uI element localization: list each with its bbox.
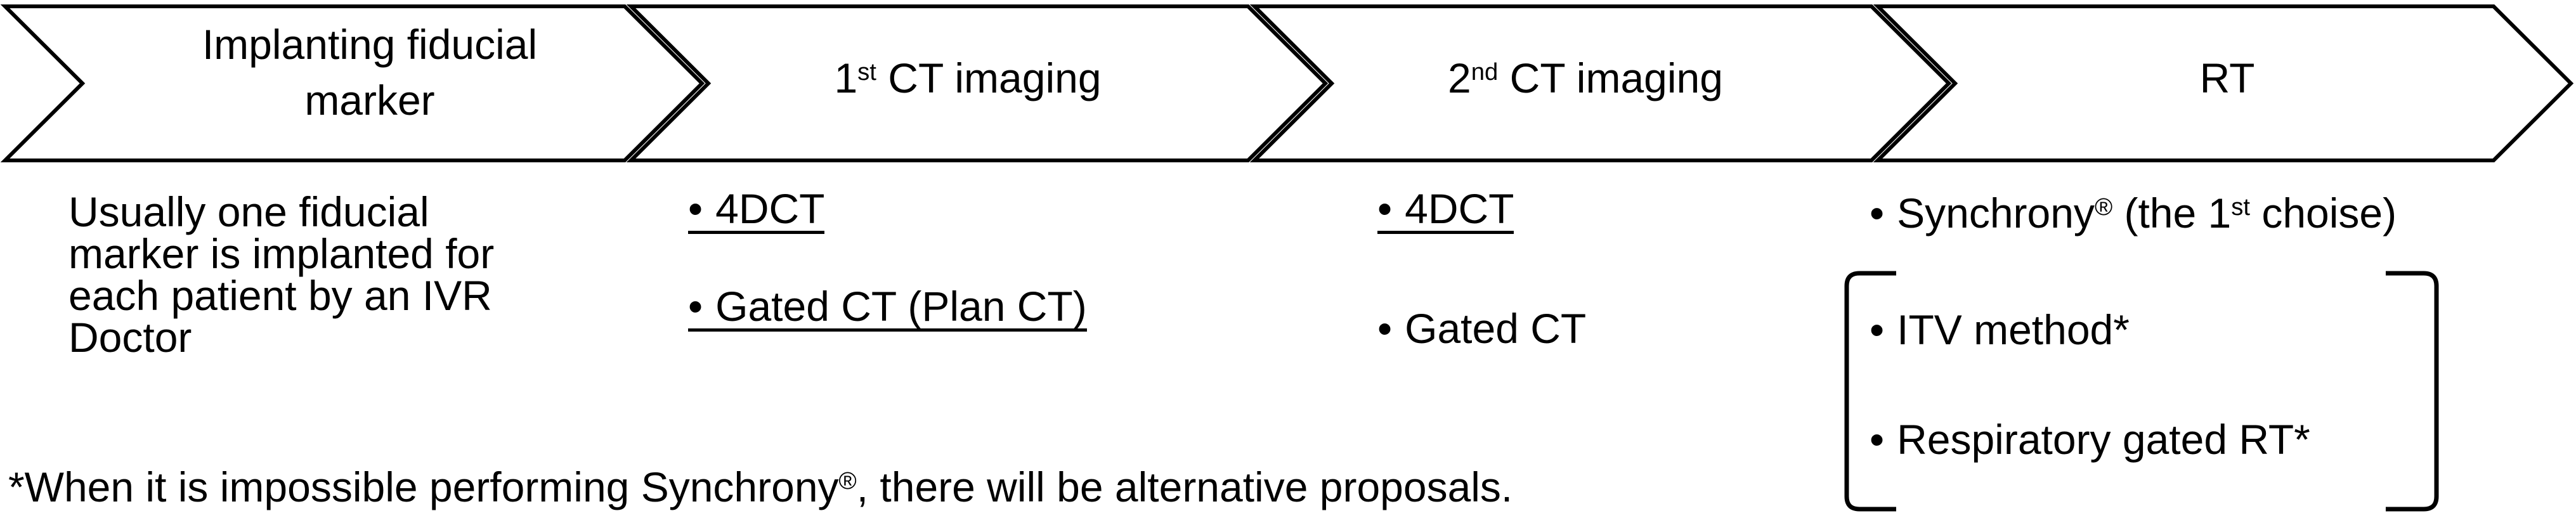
rt-item-itv-text: ITV method*	[1897, 306, 2130, 353]
second-ct-text: CT imaging	[1498, 55, 1723, 101]
footnote: *When it is impossible performing Synchr…	[8, 466, 1512, 515]
rt-synchrony-mid: (the 1	[2112, 190, 2232, 236]
right-bracket	[2386, 271, 2439, 512]
chevron-shape-implanting	[0, 4, 705, 162]
bullet-icon: •	[688, 185, 703, 232]
registered-mark-icon: ®	[2094, 193, 2113, 221]
first-ct-item-4dct: • 4DCT	[688, 185, 825, 234]
bullet-icon: •	[1870, 416, 1885, 463]
first-ct-item-4dct-text: 4DCT	[715, 185, 825, 232]
bullet-icon: •	[1377, 185, 1393, 232]
underlined-text: • 4DCT	[1377, 188, 1514, 234]
second-ct-number: 2	[1448, 55, 1471, 101]
first-ct-ordinal: st	[857, 58, 876, 86]
chevron-shape-first-ct	[626, 4, 1329, 162]
left-bracket	[1844, 271, 1896, 512]
flow-step-rt-label: RT	[2199, 55, 2255, 101]
rt-item-respiratory: • Respiratory gated RT*	[1870, 418, 2310, 460]
chevron-shape-second-ct	[1249, 4, 1952, 162]
second-ct-item-4dct: • 4DCT	[1377, 188, 1514, 234]
first-ct-item-gated-text: Gated CT (Plan CT)	[715, 283, 1087, 330]
bullet-icon: •	[1870, 190, 1885, 236]
rt-item-synchrony: • Synchrony® (the 1st choise)	[1870, 192, 2397, 241]
chevron-shape-rt	[1873, 4, 2574, 162]
flow-step-implanting-label: Implanting fiducial marker	[53, 16, 687, 128]
registered-mark-icon: ®	[838, 467, 857, 495]
bullet-icon: •	[1870, 306, 1885, 353]
second-ct-item-gated-text: Gated CT	[1405, 305, 1587, 352]
underlined-text: • 4DCT	[688, 185, 825, 234]
rt-item-respiratory-text: Respiratory gated RT*	[1897, 416, 2310, 463]
rt-synchrony-name: Synchrony	[1897, 190, 2095, 236]
second-ct-item-4dct-text: 4DCT	[1405, 185, 1514, 232]
implanting-note-line: Usually one fiducial	[68, 188, 429, 235]
second-ct-item-gated: • Gated CT	[1377, 308, 1586, 349]
flow-step-implanting-line2: marker	[304, 77, 435, 124]
underlined-text: • Gated CT (Plan CT)	[688, 285, 1087, 332]
footnote-post: , there will be alternative proposals.	[856, 463, 1513, 510]
second-ct-ordinal: nd	[1471, 58, 1499, 86]
implanting-note-line: marker is implanted for	[68, 230, 495, 277]
rt-synchrony-end: choise)	[2250, 190, 2397, 236]
flow-step-second-ct-label: 2nd CT imaging	[1268, 57, 1903, 106]
footnote-pre: *When it is impossible performing Synchr…	[8, 463, 839, 510]
flow-step-first-ct-label: 1st CT imaging	[651, 57, 1285, 106]
flow-step-implanting-line1: Implanting fiducial	[202, 21, 538, 68]
first-ct-number: 1	[834, 55, 858, 101]
bullet-icon: •	[688, 283, 703, 330]
first-ct-item-gated: • Gated CT (Plan CT)	[688, 285, 1087, 332]
bullet-icon: •	[1377, 305, 1393, 352]
rt-synchrony-ordinal: st	[2231, 193, 2251, 221]
first-ct-text: CT imaging	[876, 55, 1102, 101]
implanting-note-line: each patient by an IVR	[68, 272, 492, 319]
implanting-note-line: Doctor	[68, 314, 192, 361]
implanting-note: Usually one fiducial marker is implanted…	[68, 191, 494, 358]
rt-item-itv: • ITV method*	[1870, 309, 2130, 351]
